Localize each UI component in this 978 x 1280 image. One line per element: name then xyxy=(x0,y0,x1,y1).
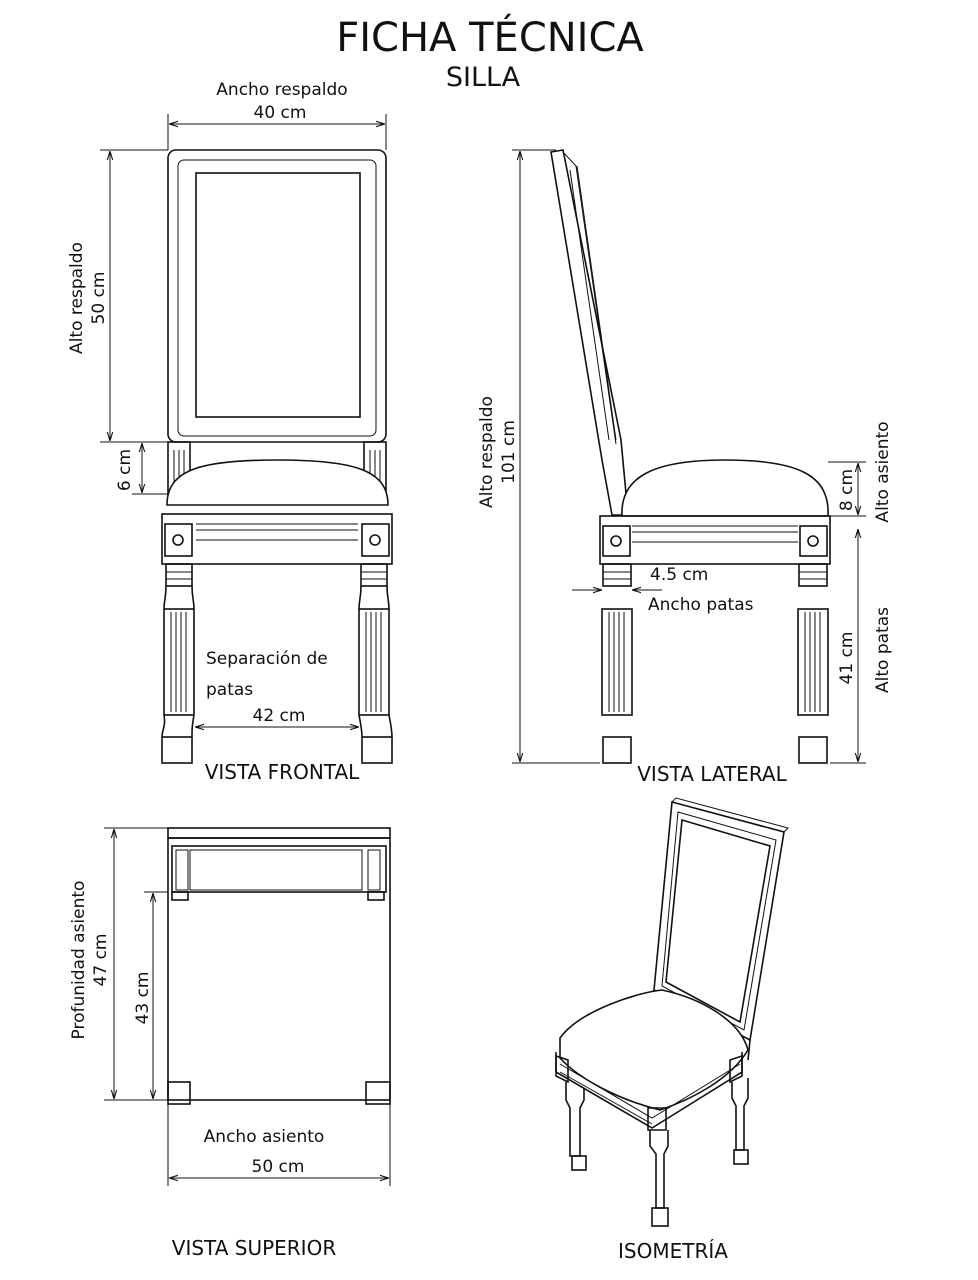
label-leg-separation-2: patas xyxy=(206,680,253,700)
front-corner-block-right xyxy=(361,523,390,557)
front-leg-right xyxy=(358,563,393,764)
side-backrest xyxy=(550,149,629,516)
iso-seat-cushion xyxy=(559,989,749,1111)
value-inner-depth: 43 cm xyxy=(133,972,153,1025)
view-title-top: VISTA SUPERIOR xyxy=(172,1236,337,1260)
label-leg-width: Ancho patas xyxy=(648,595,754,615)
side-seat-rail xyxy=(599,515,831,565)
side-seat-cushion xyxy=(621,459,829,517)
label-backrest-width: Ancho respaldo xyxy=(216,80,347,100)
iso-leg-back xyxy=(731,1078,749,1151)
label-seat-height: Alto asiento xyxy=(873,421,893,522)
iso-leg-front-right xyxy=(649,1130,669,1209)
side-leg-front xyxy=(601,563,633,764)
view-title-iso: ISOMETRÍA xyxy=(618,1239,728,1263)
top-seat-outline xyxy=(167,837,391,1101)
view-title-side: VISTA LATERAL xyxy=(637,762,787,786)
front-leg-left xyxy=(161,563,195,764)
front-seat-rail xyxy=(161,513,393,565)
isometric-view: ISOMETRÍA xyxy=(555,797,789,1263)
label-leg-height: Alto patas xyxy=(873,607,893,693)
value-backrest-height: 50 cm xyxy=(89,272,109,325)
label-total-height: Alto respaldo xyxy=(477,396,497,508)
page-title: FICHA TÉCNICA xyxy=(336,13,644,61)
label-backrest-height: Alto respaldo xyxy=(67,242,87,354)
value-seat-height: 8 cm xyxy=(837,469,857,511)
value-leg-height: 41 cm xyxy=(837,632,857,685)
side-corner-block-back xyxy=(799,525,828,557)
front-backrest-frame xyxy=(167,149,387,443)
top-view: Profunidad asiento 47 cm 43 cm Ancho asi… xyxy=(69,827,391,1260)
page-subtitle: SILLA xyxy=(446,62,521,93)
value-seat-width: 50 cm xyxy=(252,1157,305,1177)
side-leg-back xyxy=(797,563,829,764)
top-back-rail xyxy=(171,845,387,893)
value-leg-separation: 42 cm xyxy=(253,706,306,726)
value-seat-depth: 47 cm xyxy=(91,934,111,987)
value-backrest-width: 40 cm xyxy=(254,103,307,123)
label-leg-separation-1: Separación de xyxy=(206,649,328,669)
value-total-height: 101 cm xyxy=(499,420,519,484)
view-title-front: VISTA FRONTAL xyxy=(205,760,360,784)
label-seat-depth: Profunidad asiento xyxy=(69,881,89,1040)
label-seat-width: Ancho asiento xyxy=(204,1127,325,1147)
front-corner-block-left xyxy=(164,523,193,557)
front-backrest-inner-frame xyxy=(177,159,377,437)
iso-leg-front-left xyxy=(565,1082,585,1157)
top-backrest-edge xyxy=(167,827,391,839)
side-view: Alto respaldo 101 cm 8 cm Alto asiento 4… xyxy=(477,149,893,786)
value-gap: 6 cm xyxy=(115,449,135,491)
front-backrest-panel xyxy=(195,172,361,418)
side-corner-block-front xyxy=(602,525,631,557)
front-view: Ancho respaldo 40 cm Alto respaldo 50 cm… xyxy=(67,80,393,784)
value-leg-width: 4.5 cm xyxy=(650,565,708,585)
front-seat-cushion xyxy=(166,459,389,506)
